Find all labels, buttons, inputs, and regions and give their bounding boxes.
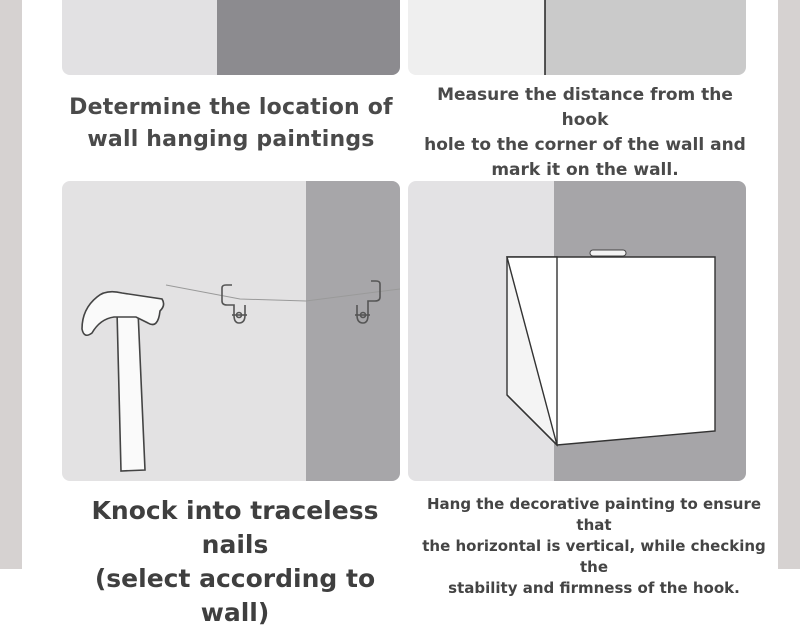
step-3-illustration <box>62 181 400 481</box>
caption-line: mark it on the wall. <box>491 160 679 180</box>
caption-line: Determine the location of <box>69 95 393 120</box>
caption-line: the horizontal is vertical, while checki… <box>422 537 766 576</box>
step-1-illustration <box>62 0 400 75</box>
page-frame-left <box>0 0 22 569</box>
hook-icon <box>221 284 247 324</box>
hook-icon <box>355 280 381 324</box>
caption-line: Hang the decorative painting to ensure t… <box>426 495 762 534</box>
step-2-caption: Measure the distance from the hook hole … <box>420 83 750 183</box>
caption-line: (select according to wall) <box>94 564 376 627</box>
painting-box-icon <box>506 256 716 447</box>
step-2-illustration <box>408 0 746 75</box>
hammer-icon <box>81 290 165 472</box>
step-1-caption: Determine the location of wall hanging p… <box>62 92 400 156</box>
step-4-illustration <box>408 181 746 481</box>
caption-line: stability and firmness of the hook. <box>448 579 740 597</box>
step-3-caption: Knock into traceless nails (select accor… <box>62 494 408 630</box>
caption-line: hole to the corner of the wall and <box>424 135 746 155</box>
caption-line: Knock into traceless nails <box>91 496 379 559</box>
page-frame-right <box>778 0 800 569</box>
caption-line: Measure the distance from the hook <box>437 85 733 130</box>
step-4-caption: Hang the decorative painting to ensure t… <box>415 494 773 599</box>
caption-line: wall hanging paintings <box>87 127 375 152</box>
hanger-bar-icon <box>589 249 627 257</box>
